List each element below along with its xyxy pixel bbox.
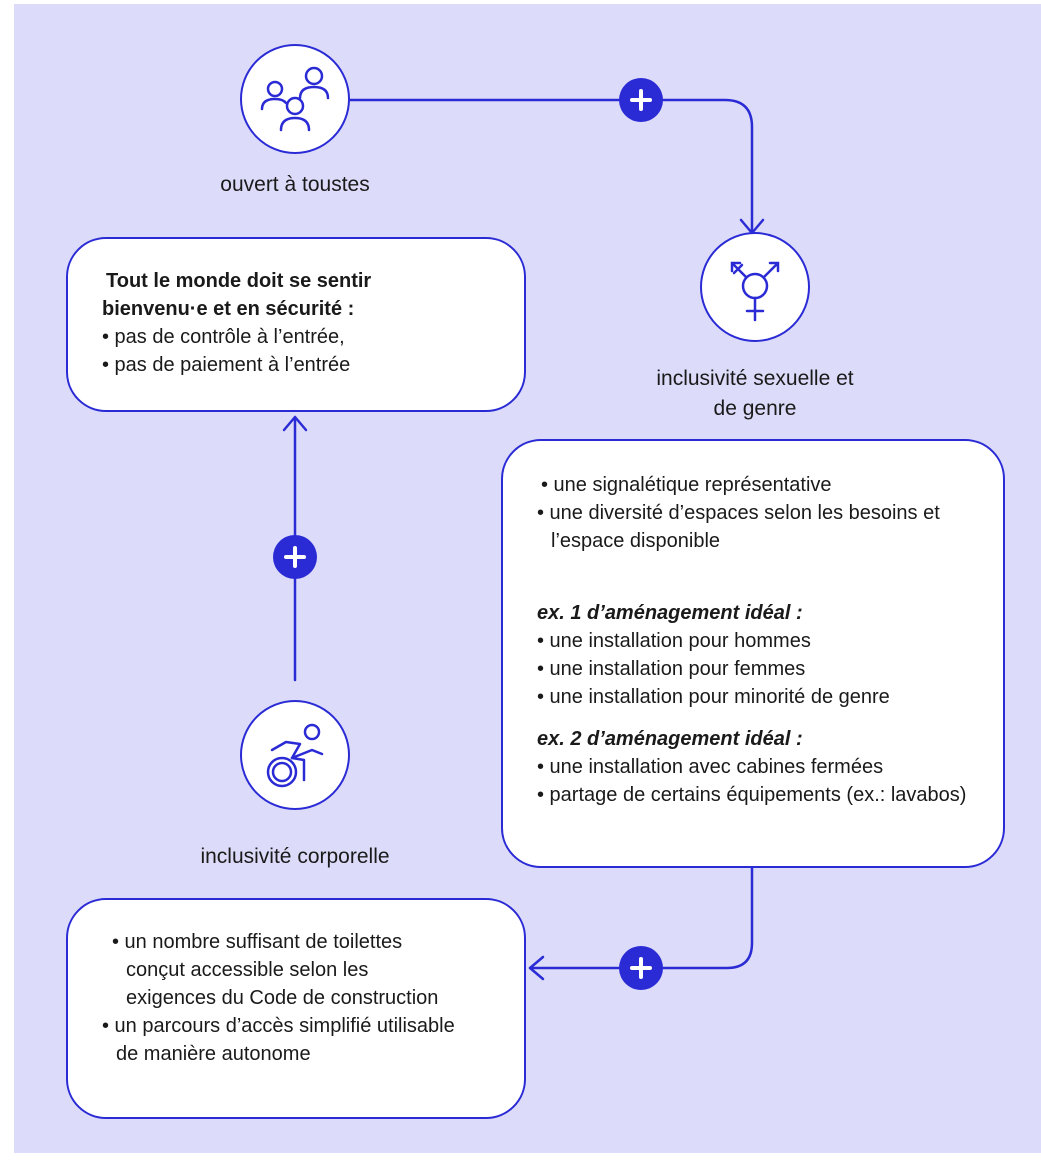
example1-title: ex. 1 d’aménagement idéal : xyxy=(537,602,803,624)
plus-icon xyxy=(619,946,663,990)
arrow-head-icon xyxy=(528,955,545,981)
example2-item: • partage de certains équipements (ex.: … xyxy=(537,784,967,806)
gender-box: • une signalétique représentative • une … xyxy=(501,439,1005,868)
node-label-gender-line1: inclusivité sexuelle et xyxy=(656,367,854,390)
example1-item: • une installation pour femmes xyxy=(537,658,806,680)
welcome-item: • pas de contrôle à l’entrée, xyxy=(102,326,345,348)
node-label-open: ouvert à toustes xyxy=(220,173,370,196)
welcome-box: Tout le monde doit se sentir bienvenu·e … xyxy=(66,237,526,412)
plus-icon xyxy=(619,78,663,122)
connector-open-to-gender xyxy=(348,98,754,234)
accessible-wheelchair-icon xyxy=(240,700,350,810)
welcome-heading-line1: Tout le monde doit se sentir xyxy=(106,270,372,292)
welcome-heading-line2: bienvenu·e et en sécurité : xyxy=(102,298,355,320)
example1-item: • une installation pour minorité de genr… xyxy=(537,686,890,708)
connector-gender-to-body xyxy=(528,866,754,970)
body-item: • un nombre suffisant de toilettes conçu… xyxy=(112,931,439,1009)
body-item: • un parcours d’accès simplifié utilisab… xyxy=(102,1015,455,1065)
node-label-gender-line2: de genre xyxy=(713,397,797,420)
example1-item: • une installation pour hommes xyxy=(537,630,811,652)
example2-item: • une installation avec cabines fermées xyxy=(537,756,884,778)
welcome-item: • pas de paiement à l’entrée xyxy=(102,354,351,376)
node-label-gender: inclusivité sexuelle et de genre xyxy=(610,364,900,424)
gender-item: • une diversité d’espaces selon les beso… xyxy=(537,502,940,552)
arrow-head-icon xyxy=(282,415,308,432)
plus-icon xyxy=(273,535,317,579)
node-label-body: inclusivité corporelle xyxy=(200,845,390,868)
example2-title: ex. 2 d’aménagement idéal : xyxy=(537,728,803,750)
people-group-icon xyxy=(240,44,350,154)
body-box: • un nombre suffisant de toilettes conçu… xyxy=(66,898,526,1119)
gender-item: • une signalétique représentative xyxy=(541,474,832,496)
transgender-symbol-icon xyxy=(700,232,810,342)
